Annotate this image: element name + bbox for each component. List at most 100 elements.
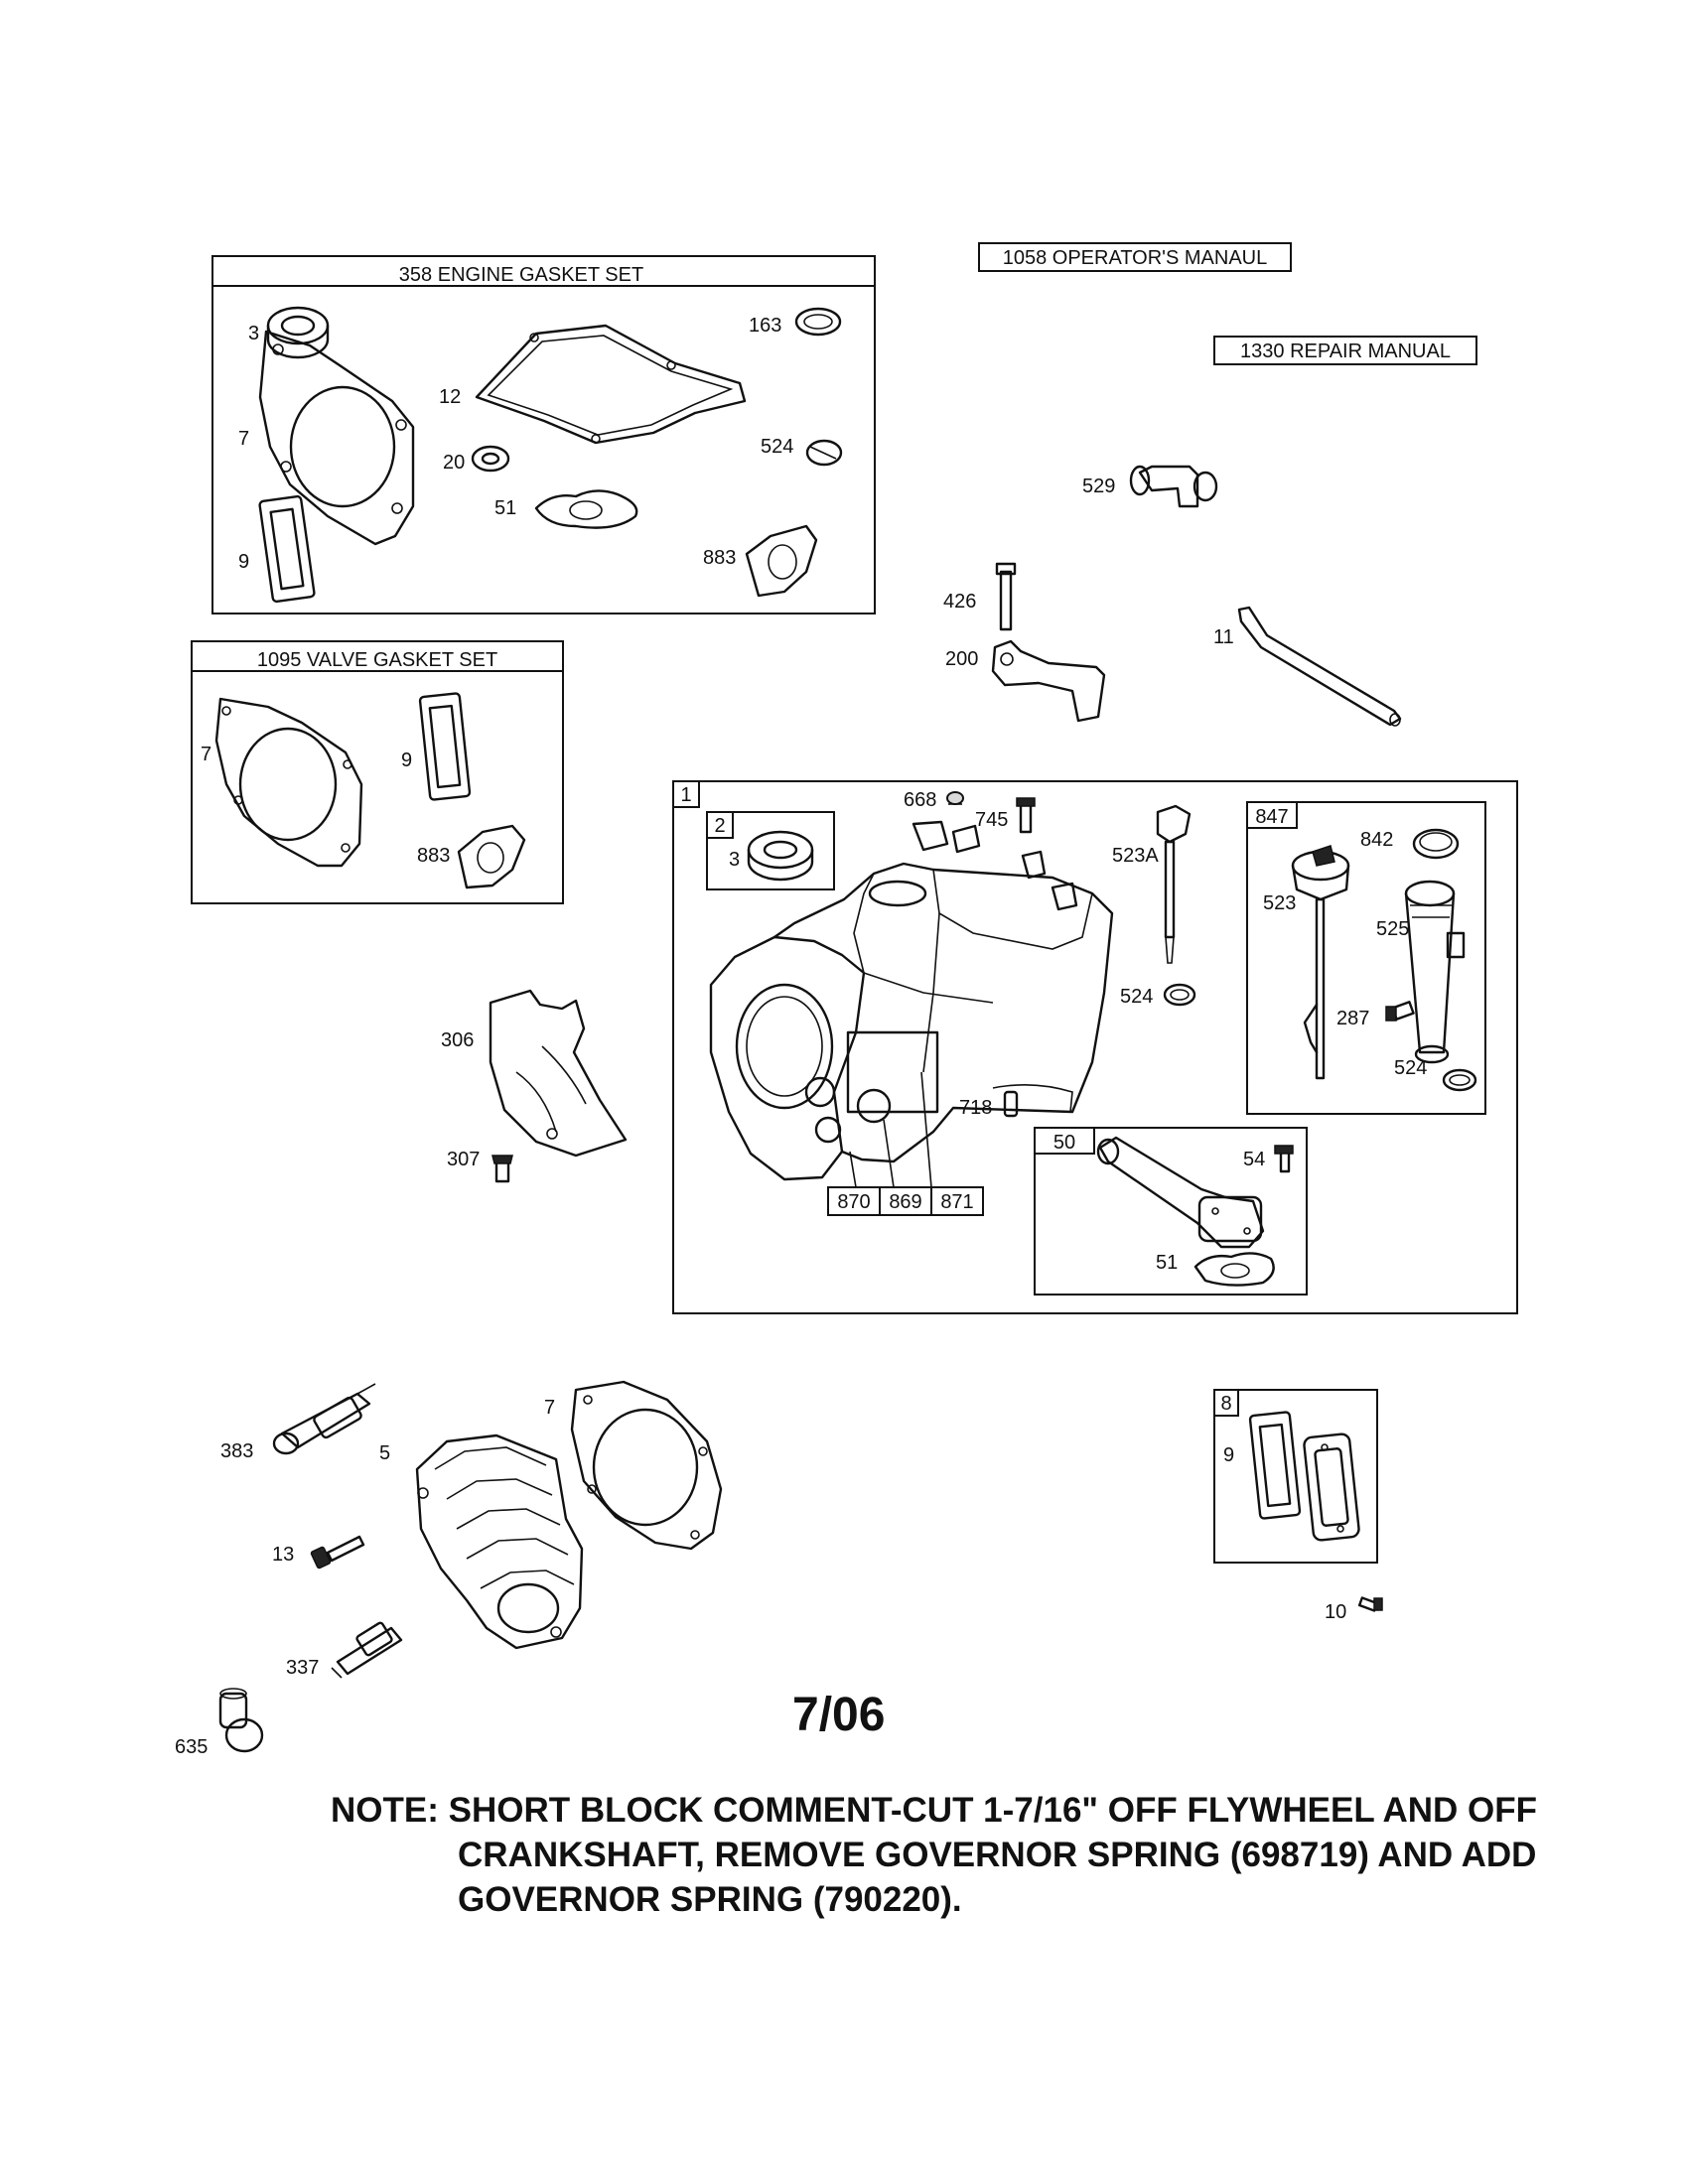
crankcase-gasket-illustration xyxy=(475,324,747,445)
valve-383-illustration xyxy=(272,1383,376,1455)
label-523a: 523A xyxy=(1112,845,1159,867)
label-871: 871 xyxy=(940,1191,973,1213)
label-9: 9 xyxy=(1223,1444,1234,1466)
pin-718-illustration xyxy=(1003,1090,1019,1118)
exhaust-gasket-illustration xyxy=(745,524,818,598)
label-287: 287 xyxy=(1336,1008,1369,1029)
label-524-a: 524 xyxy=(1120,986,1153,1008)
label-vgs-883: 883 xyxy=(417,845,450,867)
label-524-b: 524 xyxy=(1394,1057,1427,1079)
label-426: 426 xyxy=(943,591,976,613)
elbow-fitting-illustration xyxy=(1129,465,1218,508)
gasket-51-illustration xyxy=(1193,1252,1275,1287)
engine-gasket-set-box: 358 ENGINE GASKET SET 3 7 9 xyxy=(211,255,876,614)
label-block-3: 3 xyxy=(729,849,740,871)
head-gasket-illustration xyxy=(214,697,363,868)
label-525: 525 xyxy=(1376,918,1409,940)
seal-524-illustration xyxy=(805,439,843,467)
label-egs-20: 20 xyxy=(443,452,465,474)
tube-525-illustration xyxy=(1404,880,1466,1064)
label-egs-7: 7 xyxy=(238,428,249,450)
exhaust-gasket-illustration xyxy=(457,824,526,889)
screw-307-illustration xyxy=(491,1155,513,1183)
seal-illustration xyxy=(266,306,330,359)
bolt-426-illustration xyxy=(995,562,1017,631)
screw-287-illustration xyxy=(1385,1001,1415,1022)
label-egs-163: 163 xyxy=(749,315,781,337)
head-gasket-illustration xyxy=(258,330,415,546)
label-635: 635 xyxy=(175,1736,208,1758)
revision-date: 7/06 xyxy=(792,1689,885,1741)
label-870: 870 xyxy=(837,1191,870,1213)
note-line-2: CRANKSHAFT, REMOVE GOVERNOR SPRING (6987… xyxy=(458,1836,1536,1874)
label-egs-883: 883 xyxy=(703,547,736,569)
label-668: 668 xyxy=(904,789,936,811)
note-line-1: NOTE: SHORT BLOCK COMMENT-CUT 1-7/16" OF… xyxy=(331,1791,1537,1830)
operators-manual-title: 1058 OPERATOR'S MANAUL xyxy=(1003,247,1268,269)
shield-306-illustration xyxy=(489,989,628,1158)
label-718: 718 xyxy=(959,1097,992,1119)
label-7: 7 xyxy=(544,1397,555,1419)
label-egs-9: 9 xyxy=(238,551,249,573)
bracket-200-illustration xyxy=(991,639,1106,723)
valve-cover-gasket-illustration xyxy=(1248,1411,1302,1520)
cap-842-illustration xyxy=(1412,828,1460,860)
label-383: 383 xyxy=(220,1440,253,1462)
box-50: 50 54 51 xyxy=(1034,1127,1308,1296)
box-8: 8 9 xyxy=(1213,1389,1378,1564)
bolt-13-illustration xyxy=(310,1535,365,1570)
label-745: 745 xyxy=(975,809,1008,831)
label-egs-3: 3 xyxy=(248,323,259,344)
screw-54-illustration xyxy=(1274,1145,1294,1173)
label-13: 13 xyxy=(272,1544,294,1566)
label-egs-12: 12 xyxy=(439,386,461,408)
valve-cover-illustration xyxy=(1303,1433,1360,1542)
label-box-50: 50 xyxy=(1053,1132,1075,1154)
seal-524-illustration xyxy=(1442,1068,1477,1092)
oil-seal-illustration xyxy=(471,445,510,473)
label-box-8: 8 xyxy=(1220,1393,1231,1415)
fitting-635-illustration xyxy=(218,1688,264,1753)
label-egs-524: 524 xyxy=(761,436,793,458)
cylinder-head-group: 383 5 7 13 xyxy=(175,1380,723,1758)
head-gasket-illustration xyxy=(570,1380,723,1551)
spark-plug-337-illustration xyxy=(331,1621,403,1679)
label-11: 11 xyxy=(1213,626,1234,648)
valve-cover-gasket-illustration xyxy=(258,494,316,604)
operators-manual-box: 1058 OPERATOR'S MANAUL xyxy=(978,242,1292,272)
label-523: 523 xyxy=(1263,892,1296,914)
tube-11-illustration xyxy=(1237,606,1402,727)
valve-cover-gasket-illustration xyxy=(418,692,472,801)
plug-668-illustration xyxy=(946,791,964,805)
breather-tube-illustration xyxy=(1096,1136,1265,1249)
repair-manual-box: 1330 REPAIR MANUAL xyxy=(1213,336,1477,365)
engine-gasket-set-title: 358 ENGINE GASKET SET xyxy=(399,264,643,286)
short-block-box: 1 2 3 xyxy=(672,780,1518,1314)
part-number-strip: 870 869 871 xyxy=(827,1186,984,1216)
repair-manual-title: 1330 REPAIR MANUAL xyxy=(1240,341,1451,362)
label-869: 869 xyxy=(889,1191,921,1213)
seal-illustration xyxy=(747,830,814,882)
label-vgs-7: 7 xyxy=(201,744,211,765)
label-block-1: 1 xyxy=(680,784,691,806)
dipstick-523a-illustration xyxy=(1156,804,1192,964)
label-200: 200 xyxy=(945,648,978,670)
box-847: 847 842 523 525 xyxy=(1246,801,1486,1115)
label-842: 842 xyxy=(1360,829,1393,851)
label-307: 307 xyxy=(447,1149,480,1170)
dipstick-523-illustration xyxy=(1291,845,1350,1080)
seal-524-illustration xyxy=(1163,983,1196,1007)
label-5: 5 xyxy=(379,1442,390,1464)
engine-block-illustration xyxy=(709,820,1114,1181)
screw-10-illustration xyxy=(1357,1596,1383,1612)
label-51: 51 xyxy=(1156,1252,1178,1274)
note-line-3: GOVERNOR SPRING (790220). xyxy=(458,1880,962,1919)
valve-gasket-set-box: 1095 VALVE GASKET SET 7 9 883 xyxy=(191,640,564,904)
label-337: 337 xyxy=(286,1657,319,1679)
gasket-163-illustration xyxy=(794,307,842,337)
label-529: 529 xyxy=(1082,476,1115,497)
intake-gasket-illustration xyxy=(534,489,638,529)
valve-gasket-set-title: 1095 VALVE GASKET SET xyxy=(257,649,497,671)
label-egs-51: 51 xyxy=(494,497,516,519)
label-box-847: 847 xyxy=(1255,806,1288,828)
